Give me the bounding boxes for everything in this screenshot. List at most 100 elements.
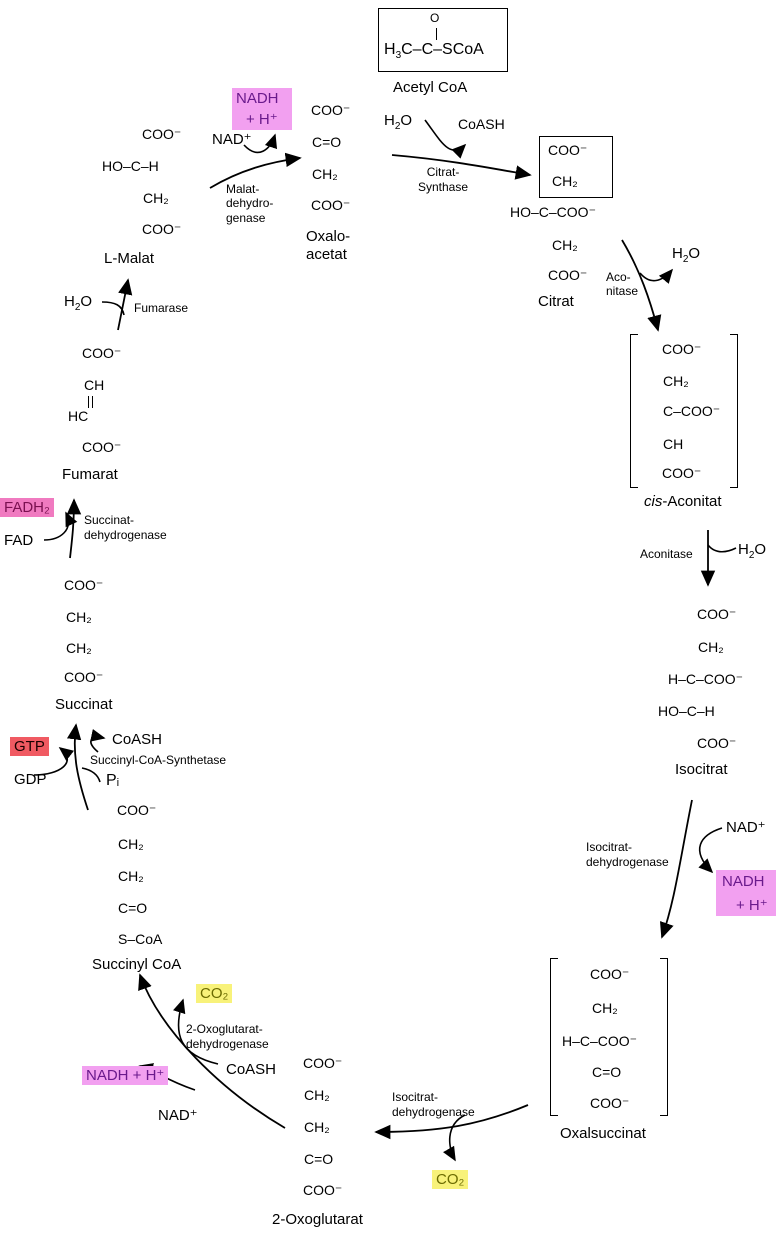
aconitase-1-h2o: H2O [672,245,701,265]
oxoglutarat-l1: COO⁻ [303,1055,343,1071]
isocitrat-l2: CH₂ [698,639,724,655]
oxaloacetat-l3: CH₂ [312,166,338,182]
aconitase-1-enzyme: Aco-nitase [606,270,639,299]
malat-l1: COO⁻ [142,126,182,142]
ogdh-co2: CO₂ [196,984,233,1003]
malat-l2: HO–C–H [102,158,159,174]
citrat-name: Citrat [538,293,574,310]
citrat-l4: CH₂ [552,237,578,253]
fumarat-l3: HC [68,408,89,424]
oxalsuccinat-l3: H–C–COO⁻ [562,1033,638,1049]
acetyl-coa-box [378,8,508,72]
citrat-synthase-coash: CoASH [458,116,505,132]
oxoglutarat-l4: C=O [304,1151,334,1167]
malat-name: L-Malat [104,250,155,267]
ogdh-enzyme: 2-Oxoglutarat-dehydrogenase [186,1022,269,1051]
mdh-nad: NAD⁺ [212,131,252,148]
succinylcoa-l4: C=O [118,900,148,916]
oxalsuccinat-bracket-right [660,958,668,1116]
succinat-l2: CH₂ [66,609,92,625]
oxaloacetat-l4: COO⁻ [311,197,351,213]
citrat-box [539,136,613,198]
scs-coash: CoASH [112,731,163,748]
citrat-synthase-enzyme: Citrat-Synthase [418,165,469,194]
isocitrat-l3: H–C–COO⁻ [668,671,744,687]
succinylcoa-l2: CH₂ [118,836,144,852]
cis-aconitat-l3: C–COO⁻ [663,403,721,419]
citrat-synthase-h2o: H2O [384,112,413,132]
succinylcoa-name: Succinyl CoA [92,956,182,973]
oxalsuccinat-bracket-left [550,958,558,1116]
sdh-fadh2: FADH₂ [0,498,54,517]
mdh-nadh-l1: NADH [236,90,279,107]
cis-aconitat-bracket-left [630,334,638,488]
cis-aconitat-name: cis-Aconitat [644,493,722,510]
citrat-l5: COO⁻ [548,267,588,283]
malat-l4: COO⁻ [142,221,182,237]
icdh2-co2: CO₂ [432,1170,469,1189]
cis-aconitat-l1: COO⁻ [662,341,702,357]
succinat-name: Succinat [55,696,113,713]
ogdh-coash: CoASH [226,1061,277,1078]
oxalsuccinat-l2: CH₂ [592,1000,618,1016]
scs-pi: Pᵢ [106,772,120,789]
oxaloacetat-l1: COO⁻ [311,102,351,118]
citrat-l3: HO–C–COO⁻ [510,204,596,220]
sdh-enzyme: Succinat-dehydrogenase [84,513,167,542]
acetyl-o: O [430,11,440,25]
acetyl-formula: H3C–C–SCoA [384,41,484,62]
ogdh-nad: NAD⁺ [158,1107,198,1124]
cis-aconitat-l5: COO⁻ [662,465,702,481]
oxalsuccinat-l5: COO⁻ [590,1095,630,1111]
scs-enzyme: Succinyl-CoA-Synthetase [90,753,227,767]
fumarase-enzyme: Fumarase [134,301,189,315]
fumarat-l4: COO⁻ [82,439,122,455]
aconitase-2-enzyme: Aconitase [640,547,693,561]
sdh-fad: FAD [4,532,34,549]
scs-gdp: GDP [14,771,47,788]
aconitase-2-h2o: H2O [738,541,767,561]
fumarat-l2: CH [84,377,105,393]
acetyl-coa-name: Acetyl CoA [393,79,468,96]
fumarat-l1: COO⁻ [82,345,122,361]
ogdh-nadh: NADH + H⁺ [82,1066,169,1085]
citrat-l2: CH₂ [552,173,578,189]
malat-l3: CH₂ [143,190,169,206]
isocitrat-name: Isocitrat [675,761,728,778]
icdh-nad: NAD⁺ [726,819,766,836]
oxalsuccinat-l1: COO⁻ [590,966,630,982]
succinylcoa-l3: CH₂ [118,868,144,884]
succinat-dh-arrow [66,498,82,559]
isocitrat-l4: HO–C–H [658,703,715,719]
oxaloacetat-l2: C=O [312,134,342,150]
oxoglutarat-l2: CH₂ [304,1087,330,1103]
succinat-l3: CH₂ [66,640,92,656]
isocitrat-l1: COO⁻ [697,606,737,622]
scs-gtp: GTP [10,737,49,756]
mdh-enzyme: Malat-dehydro-genase [226,182,274,225]
citrat-l1: COO⁻ [548,142,588,158]
oxaloacetat-name: Oxalo-acetat [306,228,351,263]
succinylcoa-l5: S–CoA [118,931,163,947]
fumarat-name: Fumarat [62,466,118,483]
oxalsuccinat-l4: C=O [592,1064,622,1080]
oxoglutarat-l5: COO⁻ [303,1182,343,1198]
icdh-nadh-l2: + H⁺ [736,897,768,914]
isocitrat-l5: COO⁻ [697,735,737,751]
succinat-l1: COO⁻ [64,577,104,593]
icdh2-enzyme: Isocitrat-dehydrogenase [392,1090,475,1119]
cis-aconitat-l4: CH [663,436,684,452]
succinylcoa-l1: COO⁻ [117,802,157,818]
oxoglutarat-l3: CH₂ [304,1119,330,1135]
fumarase-h2o: H2O [64,293,93,313]
cis-aconitat-l2: CH₂ [663,373,689,389]
oxalsuccinat-to-oxoglutarat-arrow [374,1104,529,1140]
ogdh-arrow [138,973,286,1129]
cis-aconitat-bracket-right [730,334,738,488]
fumarase-arrow [117,278,133,331]
citrat-synthase-arrow [391,154,532,180]
icdh-enzyme: Isocitrat-dehydrogenase [586,840,669,869]
malat-dh-arrow [209,152,302,189]
mdh-nadh-l2: + H⁺ [246,111,278,128]
